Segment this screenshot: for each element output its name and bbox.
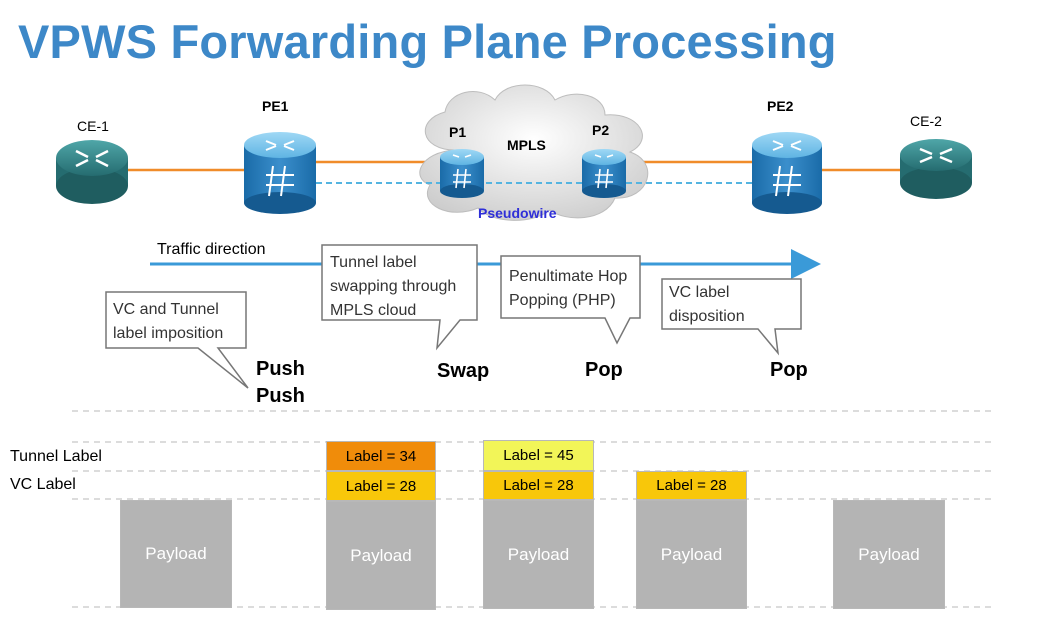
mpls-label: MPLS <box>507 137 546 153</box>
callout-imposition-line: label imposition <box>113 325 224 342</box>
ce2-router-icon <box>900 139 972 199</box>
payload-box: Payload <box>636 500 747 609</box>
operation-pop: Pop <box>585 359 623 381</box>
p2-label: P2 <box>592 122 610 138</box>
operation-push: Push <box>256 385 305 407</box>
callout-swapping-line: swapping through <box>330 278 457 295</box>
callout-swapping-line: Tunnel label <box>330 254 417 271</box>
operation-swap: Swap <box>437 360 490 382</box>
pe1-router-icon <box>244 132 316 214</box>
callout-swapping-text: Tunnel label swapping through MPLS cloud <box>330 251 456 323</box>
p1-label: P1 <box>449 124 467 140</box>
payload-box: Payload <box>326 501 436 610</box>
callout-php-line: Popping (PHP) <box>509 292 616 309</box>
callout-imposition-box <box>105 291 249 389</box>
ce1-router-icon <box>56 140 128 204</box>
callout-php-box <box>500 255 641 345</box>
pe2-router-icon <box>752 132 822 214</box>
tunnel-label-row-label: Tunnel Label <box>10 448 102 465</box>
payload-box: Payload <box>120 500 232 608</box>
callout-disposition-box <box>661 278 802 356</box>
callout-imposition-line: VC and Tunnel <box>113 301 219 318</box>
tunnel-label-box: Label = 45 <box>483 440 594 471</box>
vc-label-box: Label = 28 <box>483 471 594 500</box>
vc-label-box: Label = 28 <box>326 471 436 501</box>
callout-disposition-line: VC label <box>669 284 730 301</box>
page-title: VPWS Forwarding Plane Processing <box>18 15 837 68</box>
pe1-label: PE1 <box>262 98 289 114</box>
callout-imposition-text: VC and Tunnel label imposition <box>113 298 223 346</box>
callout-disposition-text: VC label disposition <box>669 281 745 329</box>
physical-links <box>128 160 900 172</box>
p2-router-icon <box>582 149 626 198</box>
payload-box: Payload <box>483 500 594 609</box>
operation-push: Push <box>256 358 305 380</box>
pe2-label: PE2 <box>767 98 794 114</box>
ce2-label: CE-2 <box>910 113 942 129</box>
ce1-label: CE-1 <box>77 118 109 134</box>
callout-swapping-line: MPLS cloud <box>330 302 417 319</box>
traffic-direction-label: Traffic direction <box>157 241 266 258</box>
callout-php-text: Penultimate Hop Popping (PHP) <box>509 265 627 313</box>
callout-swapping-box <box>321 244 478 351</box>
pseudowire-label: Pseudowire <box>478 205 557 221</box>
callout-disposition-line: disposition <box>669 308 745 325</box>
payload-box: Payload <box>833 500 945 609</box>
vc-label-row-label: VC Label <box>10 476 76 493</box>
vc-label-box: Label = 28 <box>636 471 747 500</box>
callout-php-line: Penultimate Hop <box>509 268 628 285</box>
tunnel-label-box: Label = 34 <box>326 441 436 471</box>
p1-router-icon <box>440 149 484 198</box>
operation-pop: Pop <box>770 359 808 381</box>
